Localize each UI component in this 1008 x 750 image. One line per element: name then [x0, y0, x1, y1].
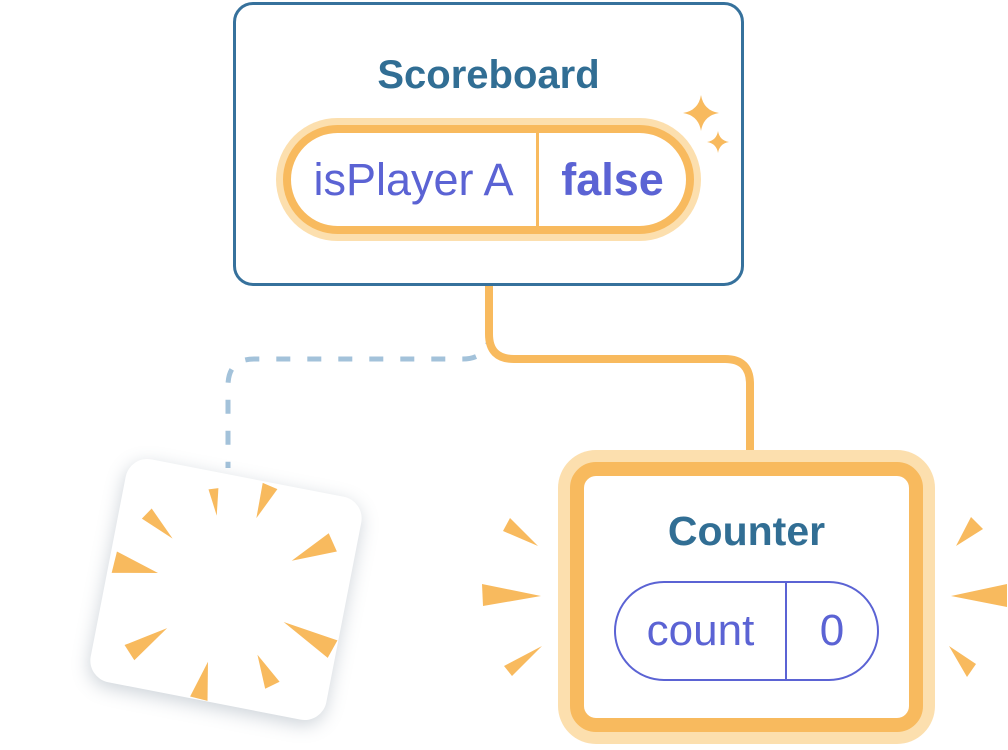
counter-title: Counter: [667, 508, 826, 554]
scoreboard-card: Scoreboard isPlayer A false: [233, 2, 744, 286]
emphasis-right-icon: [949, 517, 1007, 677]
scoreboard-title: Scoreboard: [377, 53, 600, 97]
dashed-connector-line: [225, 330, 493, 468]
pill-divider: [536, 133, 539, 226]
poof-burst-icon: [111, 482, 338, 701]
state-value: 0: [819, 606, 845, 655]
state-name: count: [646, 606, 755, 655]
emphasis-left-icon: [482, 518, 542, 676]
unmounted-card: [86, 455, 366, 724]
state-name: isPlayer A: [313, 153, 514, 205]
scoreboard-state-pill: isPlayer A false: [283, 125, 694, 234]
state-connector-line: [485, 283, 754, 456]
state-value: false: [561, 153, 664, 205]
pill-divider: [785, 583, 787, 679]
counter-state-pill: count 0: [614, 581, 879, 681]
counter-card: Counter count 0: [570, 462, 923, 732]
